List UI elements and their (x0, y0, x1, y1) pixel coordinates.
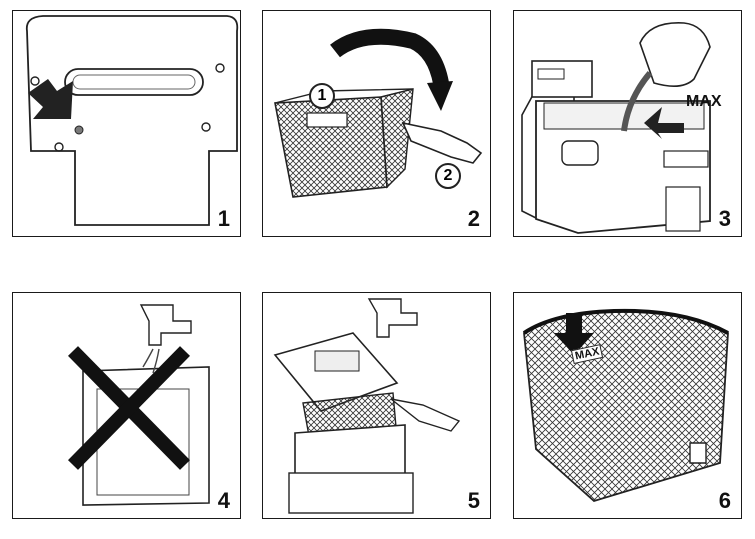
arrow-icon (28, 79, 73, 119)
basket-max-mark-illustration (522, 308, 729, 503)
panel-number: 4 (217, 488, 230, 513)
panel-6: MAX 6 (513, 292, 742, 519)
max-label: MAX (686, 93, 722, 110)
panel-number: 1 (217, 206, 230, 231)
panel-4: 4 (12, 292, 241, 519)
callout-1-label: 1 (317, 87, 327, 104)
callout-1: 1 (309, 83, 335, 109)
fryer-lid-illustration (25, 15, 239, 226)
faucet-icon (367, 298, 418, 338)
panel-2: 1 2 2 (262, 10, 491, 237)
panel-number: 6 (718, 488, 731, 513)
panel-number: 3 (718, 206, 731, 231)
panel-1: 1 (12, 10, 241, 237)
basket-handle-illustration (274, 28, 483, 198)
panel-3: MAX 3 (513, 10, 742, 237)
panel-number: 5 (467, 488, 480, 513)
panel-5: 5 (262, 292, 491, 519)
do-not-immerse-illustration (68, 304, 210, 506)
filter-dot-icon (74, 125, 84, 135)
callout-2: 2 (435, 163, 461, 189)
rinse-parts-illustration (273, 298, 461, 514)
panel-number: 2 (467, 206, 480, 231)
callout-2-label: 2 (443, 167, 453, 184)
fryer-oil-pour-illustration (521, 22, 711, 234)
faucet-icon (139, 304, 192, 346)
